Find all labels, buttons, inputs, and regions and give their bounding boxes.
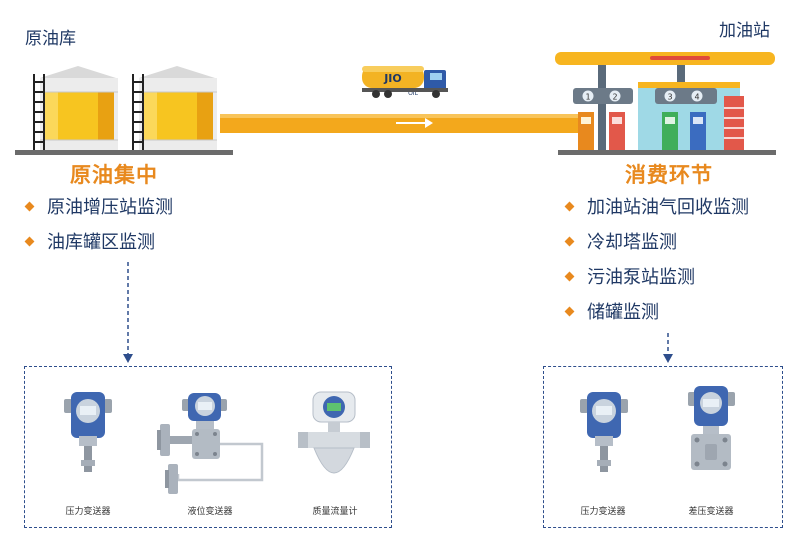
left-section-title: 原油集中 xyxy=(70,163,158,187)
device-label: 差压变送器 xyxy=(688,507,734,517)
crude-tank-1 xyxy=(40,66,118,150)
tanker-truck: JIO OIL xyxy=(362,66,448,98)
truck-tank-text: JIO xyxy=(383,72,402,85)
list-item-label: 加油站油气回收监测 xyxy=(587,197,749,218)
pressure-transmitter-icon xyxy=(580,392,628,472)
list-item: 冷却塔监测 xyxy=(564,225,749,260)
pump-number-1: 1 xyxy=(585,93,590,102)
depot-label: 原油库 xyxy=(25,29,76,49)
differential-pressure-transmitter-icon xyxy=(688,386,735,470)
list-item-label: 污油泵站监测 xyxy=(587,267,695,288)
list-item-label: 油库罐区监测 xyxy=(47,232,155,253)
flow-arrow-head xyxy=(425,118,433,128)
device-label: 质量流量计 xyxy=(312,507,358,517)
mass-flowmeter-icon xyxy=(298,391,370,474)
right-monitor-list: 加油站油气回收监测 冷却塔监测 污油泵站监测 储罐监测 xyxy=(564,190,749,330)
device-label: 压力变送器 xyxy=(65,507,111,517)
pump-number-3: 3 xyxy=(667,93,672,102)
list-item: 加油站油气回收监测 xyxy=(564,190,749,225)
list-item: 储罐监测 xyxy=(564,295,749,330)
list-item: 污油泵站监测 xyxy=(564,260,749,295)
tank-ladder-2 xyxy=(132,74,144,150)
pump-number-2: 2 xyxy=(612,93,617,102)
left-device-box xyxy=(24,366,392,528)
station-door xyxy=(724,96,744,150)
station-label: 加油站 xyxy=(719,21,770,41)
device-label: 液位变送器 xyxy=(187,507,233,517)
depot-ground xyxy=(15,150,233,155)
crude-tank-2 xyxy=(139,66,217,150)
level-transmitter-icon xyxy=(157,393,264,494)
right-section-title: 消费环节 xyxy=(625,163,713,187)
tank-ladder-1 xyxy=(33,74,45,150)
right-device-box xyxy=(543,366,783,528)
device-label: 压力变送器 xyxy=(580,507,626,517)
list-item-label: 原油增压站监测 xyxy=(47,197,173,218)
list-item-label: 冷却塔监测 xyxy=(587,232,677,253)
pressure-transmitter-icon xyxy=(64,392,112,472)
station-ground xyxy=(558,150,776,155)
list-item: 原油增压站监测 xyxy=(24,190,173,225)
pump-number-4: 4 xyxy=(694,93,699,102)
list-item: 油库罐区监测 xyxy=(24,225,173,260)
list-item-label: 储罐监测 xyxy=(587,302,659,323)
truck-side-text: OIL xyxy=(408,90,418,97)
gas-station: 1 2 3 4 xyxy=(555,52,775,150)
canopy-pillar-1 xyxy=(598,65,606,150)
scene-illustration: JIO OIL xyxy=(15,52,776,155)
left-monitor-list: 原油增压站监测 油库罐区监测 xyxy=(24,190,173,260)
